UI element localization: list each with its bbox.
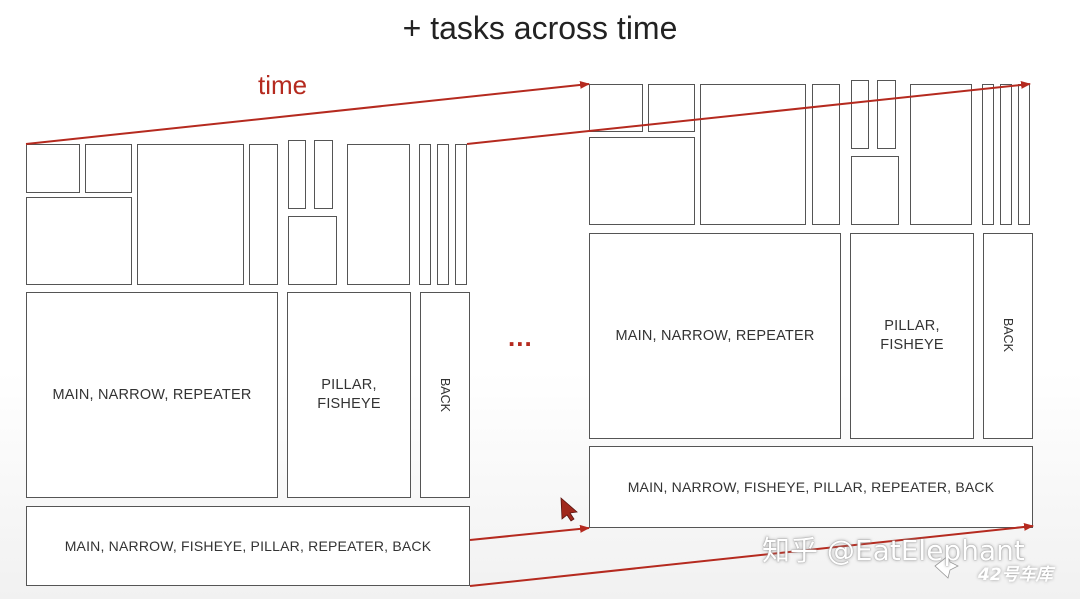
right-pillar-block	[850, 233, 974, 439]
left-tile-3	[26, 197, 132, 285]
mouse-cursor-icon	[560, 497, 578, 522]
left-tile-2	[85, 144, 132, 193]
time-arrow-top	[25, 80, 590, 145]
watermark: 知乎 @EatElephant	[762, 534, 1025, 567]
right-combined-block	[589, 446, 1033, 528]
garage-logo-icon	[934, 555, 959, 579]
left-tile-4	[137, 144, 244, 285]
right-tile-10	[982, 84, 994, 225]
left-tile-8	[288, 216, 337, 285]
right-back-block	[983, 233, 1033, 439]
right-tile-7	[877, 80, 896, 149]
time-arrow-bottom	[469, 522, 1034, 587]
right-tile-8	[851, 156, 899, 225]
right-tile-4	[700, 84, 806, 225]
left-combined-label: MAIN, NARROW, FISHEYE, PILLAR, REPEATER,…	[64, 537, 432, 554]
left-main-block	[26, 292, 278, 498]
left-tile-7	[314, 140, 333, 209]
ellipsis-indicator: ...	[508, 322, 533, 352]
left-back-block	[420, 292, 470, 498]
left-tile-11	[437, 144, 449, 285]
left-tile-12	[455, 144, 467, 285]
right-tile-6	[851, 80, 869, 149]
left-pillar-label: PILLAR, FISHEYE	[287, 292, 411, 498]
right-pillar-label: PILLAR, FISHEYE	[850, 233, 974, 439]
left-tile-10	[419, 144, 431, 285]
right-main-block	[589, 233, 841, 439]
right-combined-label: MAIN, NARROW, FISHEYE, PILLAR, REPEATER,…	[627, 478, 995, 495]
left-tile-5	[249, 144, 278, 285]
right-tile-3	[589, 137, 695, 225]
left-tile-9	[347, 144, 410, 285]
left-tile-6	[288, 140, 306, 209]
left-main-label: MAIN, NARROW, REPEATER	[52, 386, 252, 403]
right-tile-9	[910, 84, 972, 225]
left-combined-block	[26, 506, 470, 586]
logo-text: 42号车库	[978, 565, 1053, 585]
right-tile-11	[1000, 84, 1012, 225]
right-main-label: MAIN, NARROW, REPEATER	[615, 327, 815, 344]
right-pillar-label-line2: FISHEYE	[880, 337, 944, 353]
page-title: + tasks across time	[402, 10, 678, 46]
left-tile-1	[26, 144, 80, 193]
right-tile-1	[589, 84, 643, 132]
left-pillar-label-line2: FISHEYE	[317, 396, 381, 412]
time-axis-label: time	[258, 70, 308, 100]
left-pillar-block	[287, 292, 411, 498]
right-pillar-label-line1: PILLAR,	[884, 318, 940, 335]
time-arrow-combined-top	[469, 524, 590, 541]
time-arrow-mid	[466, 80, 1031, 145]
left-pillar-label-line1: PILLAR,	[321, 377, 377, 394]
